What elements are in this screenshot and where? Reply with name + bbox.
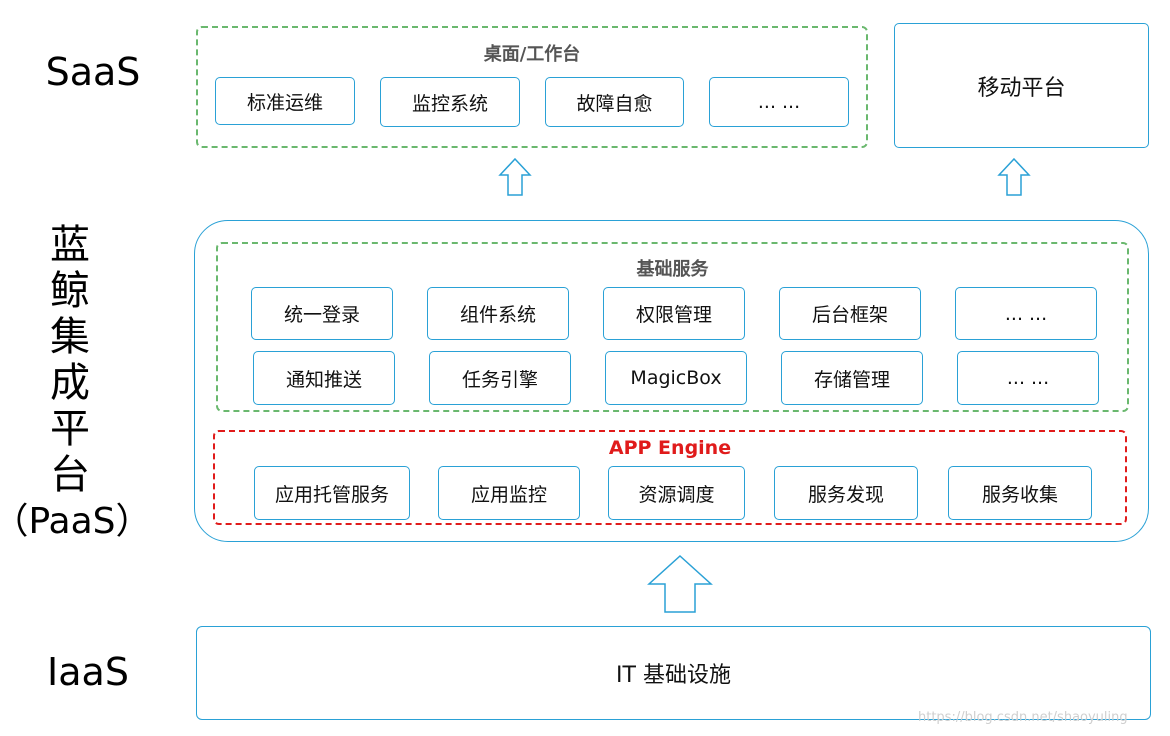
service-more: ... ...: [955, 287, 1097, 340]
paas-label-char: 鲸: [50, 268, 90, 314]
arrow-up-icon: [997, 157, 1031, 196]
service-notification-push: 通知推送: [253, 351, 395, 405]
arrow-up-icon: [498, 157, 532, 196]
engine-service-collection: 服务收集: [948, 466, 1092, 520]
service-backend-framework: 后台框架: [779, 287, 921, 340]
saas-layer-label: SaaS: [45, 50, 141, 94]
service-permission-mgmt: 权限管理: [603, 287, 745, 340]
service-more-2: ... ...: [957, 351, 1099, 405]
app-engine-group: [213, 430, 1127, 525]
iaas-layer-label: IaaS: [47, 650, 129, 694]
service-task-engine: 任务引擎: [429, 351, 571, 405]
paas-label-char: 集: [50, 314, 90, 360]
paas-label-char: 台: [50, 452, 90, 498]
paas-label-char: 蓝: [50, 222, 90, 268]
app-engine-title: APP Engine: [608, 437, 732, 459]
service-storage-mgmt: 存储管理: [781, 351, 923, 405]
desktop-group: [196, 26, 868, 148]
service-magicbox: MagicBox: [605, 351, 747, 405]
paas-layer-label: 蓝 鲸 集 成 平 台 （PaaS）: [0, 222, 152, 546]
paas-label-char: 成: [50, 360, 90, 406]
desktop-item-standard-ops: 标准运维: [215, 77, 355, 125]
it-infrastructure-box: IT 基础设施: [196, 626, 1151, 720]
engine-resource-scheduling: 资源调度: [608, 466, 745, 520]
engine-service-discovery: 服务发现: [774, 466, 918, 520]
paas-container: [194, 220, 1149, 542]
mobile-platform-box: 移动平台: [894, 23, 1149, 148]
service-unified-login: 统一登录: [251, 287, 393, 340]
engine-app-hosting: 应用托管服务: [254, 466, 410, 520]
base-services-title: 基础服务: [636, 259, 709, 280]
service-component-system: 组件系统: [427, 287, 569, 340]
watermark: https://blog.csdn.net/shaoyuling: [918, 710, 1128, 725]
arrow-up-icon: [647, 554, 713, 613]
desktop-item-self-healing: 故障自愈: [545, 77, 684, 127]
engine-app-monitoring: 应用监控: [438, 466, 580, 520]
desktop-item-more: ... ...: [709, 77, 849, 127]
paas-label-char: 平: [50, 406, 90, 452]
desktop-item-monitoring: 监控系统: [380, 77, 520, 127]
paas-label-suffix: （PaaS）: [0, 501, 152, 542]
desktop-group-title: 桌面/工作台: [483, 44, 581, 65]
base-services-group: [216, 242, 1129, 412]
